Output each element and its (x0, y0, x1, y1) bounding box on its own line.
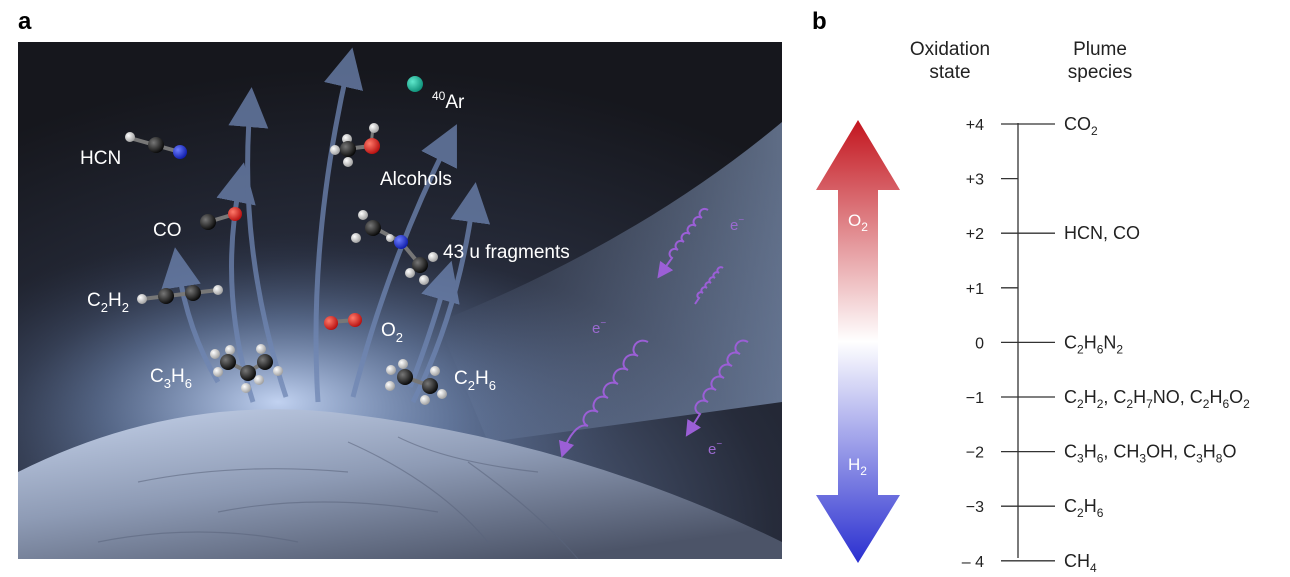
oxidation-state-label: +2 (966, 226, 984, 243)
plume-species-label: C2H6N2 (1064, 332, 1123, 356)
electron-spiral-4 (685, 339, 749, 437)
o2-molecule (324, 313, 362, 330)
fragment-molecule (351, 210, 438, 285)
oxidation-scale-panel: Oxidation state Plume species O2 H2 +4 CO… (800, 30, 1280, 575)
label-co: CO (153, 220, 182, 241)
plume-species-label: CH4 (1064, 551, 1097, 575)
co-molecule (200, 207, 242, 230)
arrow-label-h2: H2 (848, 455, 867, 478)
alcohol-molecule (330, 123, 380, 167)
label-electron-2: e− (592, 318, 606, 337)
plume-species-label: CO2 (1064, 114, 1098, 138)
electron-spirals (558, 208, 749, 458)
header-oxidation-state: Oxidation state (909, 39, 991, 83)
electron-spiral-2 (694, 266, 724, 305)
surface-cracks (97, 436, 579, 559)
label-electron-1: e− (730, 215, 744, 234)
plume-species-label: C3H6, CH3OH, C3H8O (1064, 442, 1236, 466)
c2h6-molecule (385, 359, 447, 405)
ar-atom (407, 76, 423, 92)
oxidation-state-label: −3 (966, 499, 984, 516)
label-c3h6: C3H6 (150, 366, 192, 391)
hcn-molecule (125, 132, 187, 159)
enceladus-surface (18, 409, 782, 559)
oxidation-state-label: – 4 (962, 554, 984, 571)
oxidation-state-label: +3 (966, 172, 984, 189)
panel-b-letter: b (812, 8, 827, 35)
panel-a-letter: a (18, 8, 32, 35)
oxidation-state-label: −1 (966, 390, 984, 407)
plume-species-label: C2H6 (1064, 496, 1104, 520)
oxidation-state-label: 0 (975, 335, 984, 352)
oxidation-state-label: +1 (966, 281, 984, 298)
oxidation-ticks: +4 CO2 +3 +2 HCN, CO +1 0 C2H6N2 −1 C2H2, C2H7NO,… (962, 114, 1250, 575)
electron-spiral-1 (657, 208, 709, 279)
redox-gradient-arrow (816, 120, 900, 563)
plume-jets (161, 47, 491, 404)
label-c2h6: C2H6 (454, 368, 496, 393)
label-ar: 40Ar (432, 89, 465, 113)
oxidation-scale: O2 H2 +4 CO2 +3 +2 HCN, CO +1 0 C2H6N2 −1 C2H2, C… (816, 114, 1250, 575)
header-plume-species: Plume species (1067, 39, 1133, 83)
arrow-label-o2: O2 (848, 211, 868, 234)
plume-illustration: 40Ar HCN Alcohols CO 43 u fragments C2H2… (18, 42, 782, 559)
label-alcohols: Alcohols (380, 169, 452, 190)
label-c2h2: C2H2 (87, 290, 129, 315)
label-o2: O2 (381, 320, 403, 345)
limb-haze (438, 122, 782, 442)
c2h2-molecule (137, 285, 223, 304)
label-electron-3: e− (708, 439, 722, 458)
oxidation-state-label: +4 (966, 117, 984, 134)
plume-species-label: HCN, CO (1064, 223, 1140, 243)
oxidation-state-label: −2 (966, 445, 984, 462)
plume-scene: 40Ar HCN Alcohols CO 43 u fragments C2H2… (18, 42, 782, 559)
label-43u-fragments: 43 u fragments (443, 242, 570, 263)
plume-species-label: C2H2, C2H7NO, C2H6O2 (1064, 387, 1250, 411)
c3h6-molecule (210, 344, 283, 393)
label-hcn: HCN (80, 148, 121, 169)
electron-spiral-3 (558, 339, 649, 458)
